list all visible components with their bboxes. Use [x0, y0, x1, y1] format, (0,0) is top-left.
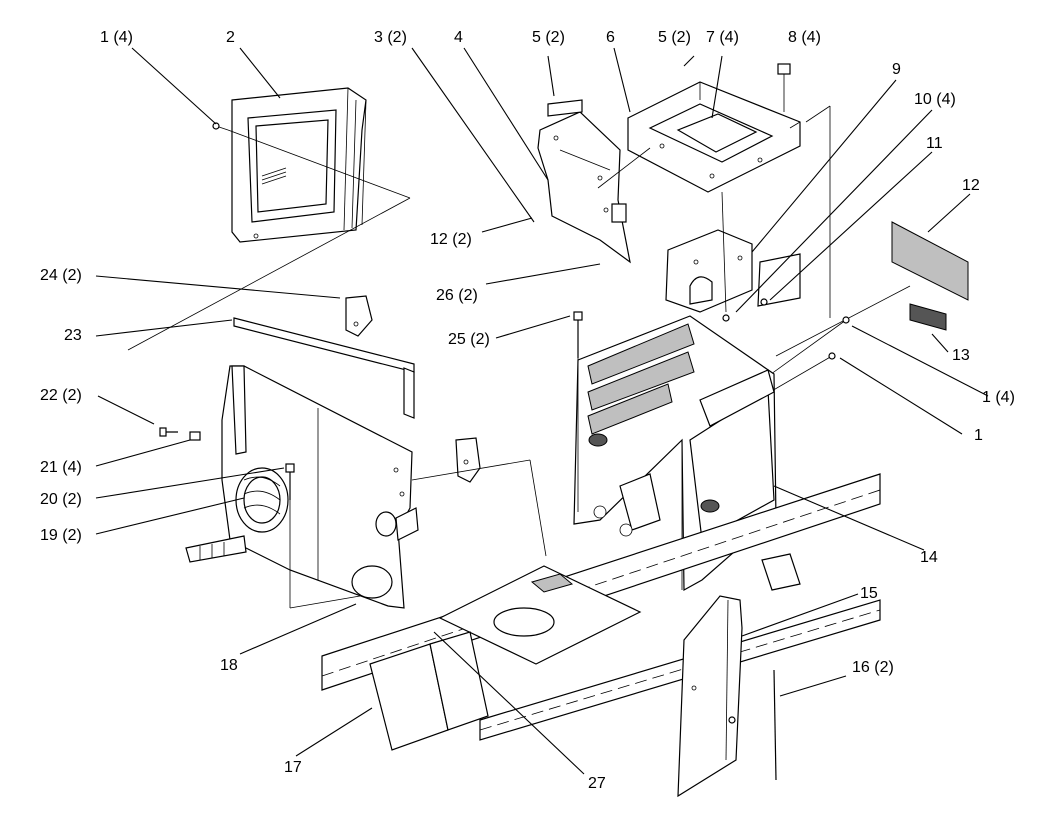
callout-26: 26 (2) [436, 287, 478, 304]
screw-25 [573, 311, 583, 512]
decal-12 [891, 221, 969, 301]
callout-18: 18 [220, 657, 238, 674]
callout-10: 10 (4) [914, 91, 956, 108]
part-14-seat-support-frame [573, 315, 777, 592]
callout-19: 19 (2) [40, 527, 82, 544]
callout-8: 8 (4) [788, 29, 821, 46]
callout-17: 17 [284, 759, 302, 776]
callout-4: 4 [454, 29, 463, 46]
callout-21: 21 (4) [40, 459, 82, 476]
callout-1-right: 1 (4) [982, 389, 1015, 406]
part-24-hinge-upper [345, 295, 373, 337]
decal-13 [909, 303, 947, 331]
part-9-bracket [665, 229, 801, 313]
part-6-tray [627, 81, 801, 193]
clip-21 [189, 431, 201, 441]
screw-20 [285, 463, 295, 608]
part-18-front-panel [221, 365, 419, 609]
callout-13: 13 [952, 347, 970, 364]
screw-10 [722, 314, 730, 322]
part-15-side-panel [677, 595, 743, 798]
callout-12-right: 12 [962, 177, 980, 194]
part-4-bracket [537, 99, 631, 264]
part-16-trim-strip [773, 669, 777, 781]
nut-8 [777, 63, 791, 112]
callout-14: 14 [920, 549, 938, 566]
bolt-19 [185, 535, 247, 563]
callout-22: 22 (2) [40, 387, 82, 404]
part-2-rear-window-panel [231, 87, 367, 243]
callout-11: 11 [926, 135, 943, 152]
callout-5-right: 5 (2) [658, 29, 691, 46]
callout-3: 3 (2) [374, 29, 407, 46]
callout-labels: 1 (4) 2 3 (2) 4 5 (2) 6 5 (2) 7 (4) 8 (4… [40, 29, 1015, 792]
callout-16: 16 (2) [852, 659, 894, 676]
callout-27: 27 [588, 775, 606, 792]
callout-24: 24 (2) [40, 267, 82, 284]
part-23-top-rail [233, 317, 415, 419]
callout-2: 2 [226, 29, 235, 46]
callout-5-left: 5 (2) [532, 29, 565, 46]
screw-22 [159, 427, 178, 437]
screw-11 [760, 298, 768, 306]
grille-mark [261, 167, 287, 185]
callout-15: 15 [860, 585, 878, 602]
callout-25: 25 (2) [448, 331, 490, 348]
callout-23: 23 [64, 327, 82, 344]
leader-lines [95, 47, 989, 775]
callout-1-right-lower: 1 [974, 427, 983, 444]
callout-20: 20 (2) [40, 491, 82, 508]
main-chassis-frame [321, 473, 881, 751]
callout-1-upper-left: 1 (4) [100, 29, 133, 46]
callout-9: 9 [892, 61, 901, 78]
screw-1-upper [212, 122, 229, 131]
part-24-hinge-lower [455, 437, 481, 483]
callout-7: 7 (4) [706, 29, 739, 46]
callout-6: 6 [606, 29, 615, 46]
callout-12-center: 12 (2) [430, 231, 472, 248]
screws-1-right [759, 316, 850, 393]
